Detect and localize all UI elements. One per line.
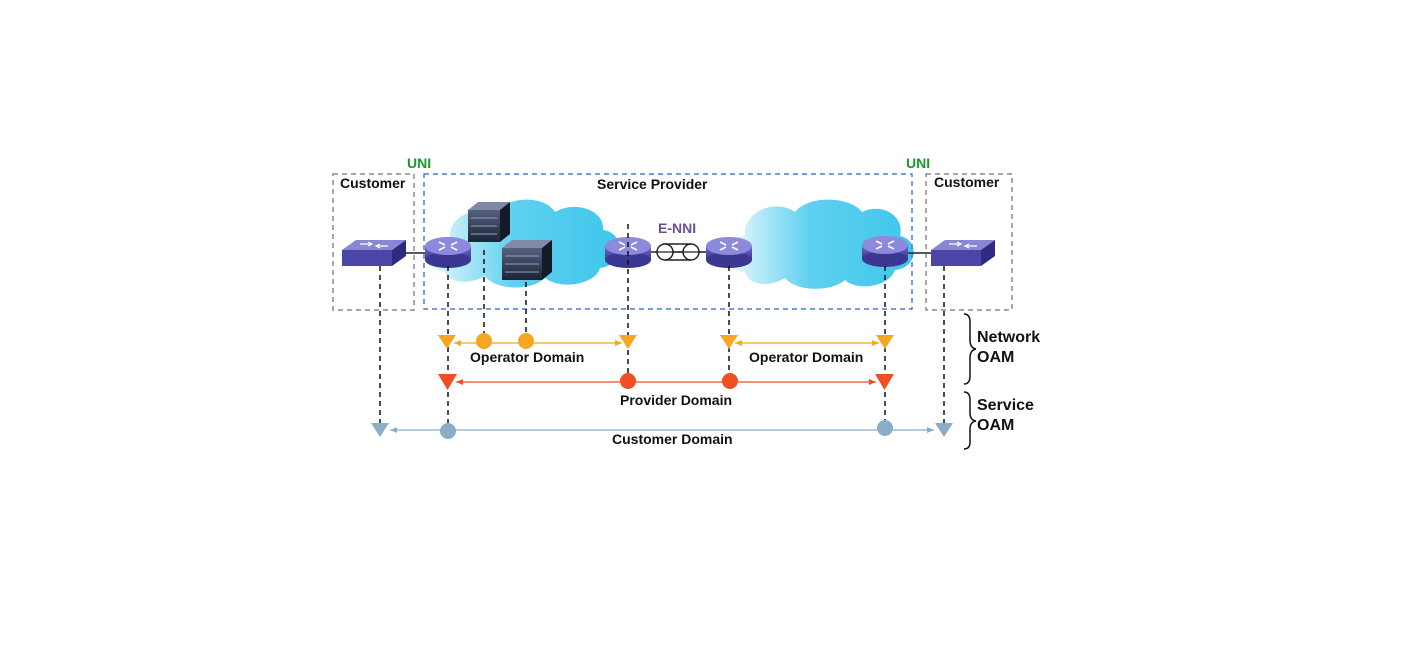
customer-right-label: Customer	[934, 174, 1000, 190]
customer-domain-label: Customer Domain	[612, 431, 733, 447]
customer-domain-line	[390, 427, 934, 433]
operator-mep-right-start	[720, 335, 738, 349]
enni-label: E-NNI	[658, 220, 696, 236]
network-oam-label-line2: OAM	[977, 349, 1014, 366]
customer-mep-start	[371, 423, 389, 437]
operator-domain-left-label: Operator Domain	[470, 349, 584, 365]
provider-mip-2	[722, 373, 738, 389]
enni-link	[650, 243, 708, 261]
provider-mip-1	[620, 373, 636, 389]
router-icon	[862, 236, 908, 267]
network-oam-brace	[963, 313, 977, 385]
customer-left-label: Customer	[340, 175, 406, 191]
customer-mip-2	[877, 420, 893, 436]
uni-right-label: UNI	[906, 155, 930, 171]
service-provider-box	[423, 173, 913, 310]
operator-mep-left-start	[438, 335, 456, 349]
operator-domain-right-label: Operator Domain	[749, 349, 863, 365]
provider-domain-label: Provider Domain	[620, 392, 732, 408]
switch-icon	[931, 240, 995, 266]
uni-left-label: UNI	[407, 155, 431, 171]
service-oam-label-line1: Service	[977, 397, 1034, 414]
network-oam-label-line1: Network	[977, 329, 1040, 346]
customer-right-box	[925, 173, 1013, 311]
customer-mip-1	[440, 423, 456, 439]
operator-domain-right-line	[735, 340, 879, 346]
provider-mep-end	[875, 374, 894, 390]
switch-icon	[342, 240, 406, 266]
customer-left-box	[332, 173, 415, 311]
customer-mep-end	[935, 423, 953, 437]
router-icon	[706, 237, 752, 268]
server-icon	[468, 202, 510, 242]
service-provider-label: Service Provider	[597, 176, 708, 192]
cloud-icon	[724, 199, 914, 289]
provider-mep-start	[438, 374, 457, 390]
operator-mip-2	[518, 333, 534, 349]
server-icon	[502, 240, 552, 280]
operator-mip-1	[476, 333, 492, 349]
provider-domain-line	[456, 379, 876, 385]
operator-mep-left-end	[619, 335, 637, 349]
service-oam-label-line2: OAM	[977, 417, 1014, 434]
operator-mep-right-end	[876, 335, 894, 349]
service-oam-brace	[963, 391, 977, 450]
router-icon	[425, 237, 471, 268]
